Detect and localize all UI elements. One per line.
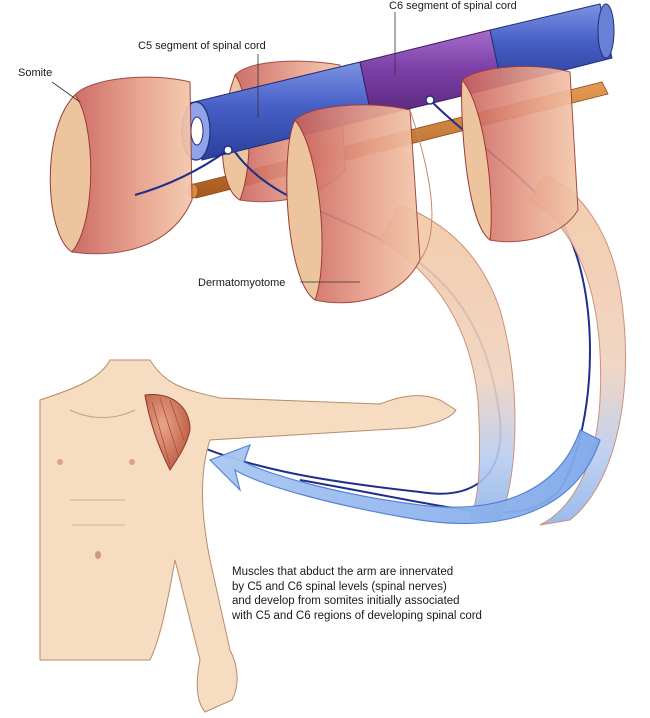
label-c5-segment: C5 segment of spinal cord	[138, 40, 266, 52]
caption: Muscles that abduct the arm are innervat…	[232, 565, 532, 623]
caption-line: Muscles that abduct the arm are innervat…	[232, 566, 454, 578]
innervation-arrow	[208, 429, 601, 524]
somite-right	[461, 65, 579, 243]
deltoid-muscle	[144, 394, 191, 472]
label-dermatomyotome: Dermatomyotome	[198, 277, 285, 289]
human-torso	[39, 359, 457, 713]
label-somite: Somite	[18, 67, 52, 79]
caption-line: by C5 and C6 spinal levels (spinal nerve…	[232, 580, 447, 593]
dermatomyotome-tails	[379, 174, 627, 526]
label-leaders	[51, 12, 396, 283]
caption-line: with C5 and C6 regions of developing spi…	[232, 609, 482, 622]
label-c6-segment: C6 segment of spinal cord	[389, 0, 517, 12]
somite-front-middle	[286, 104, 433, 304]
somite-front-left	[49, 76, 193, 255]
caption-line: and develop from somites initially assoc…	[232, 595, 460, 607]
